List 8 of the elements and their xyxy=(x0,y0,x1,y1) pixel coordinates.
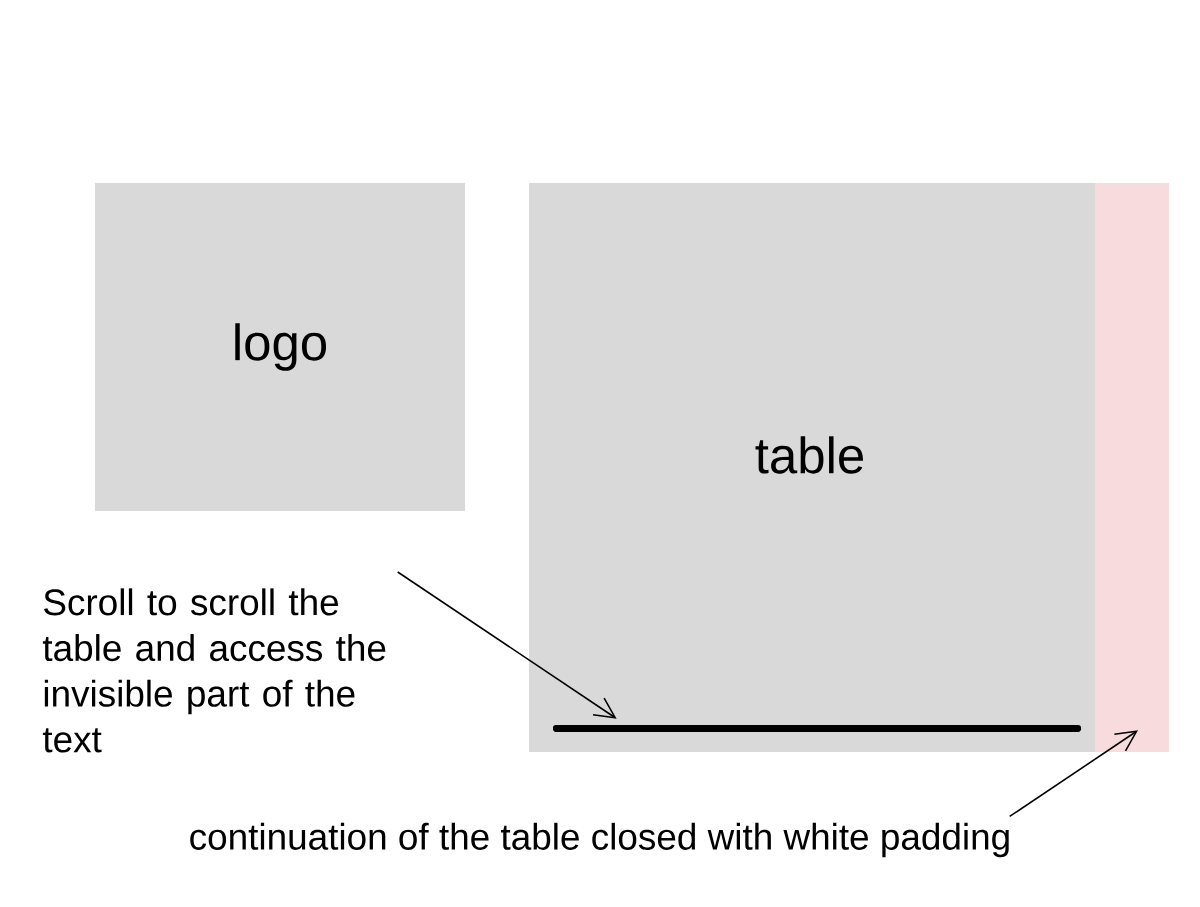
arrow xyxy=(1008,730,1138,818)
placeholder-box: logo xyxy=(95,183,465,511)
arrow xyxy=(396,571,617,719)
annotation-text: Scroll to scroll the table and access the invisible part of the text xyxy=(42,588,386,753)
padding-box xyxy=(1095,183,1169,752)
scrollbar xyxy=(553,725,1081,732)
table-box: table xyxy=(529,183,1095,752)
annotation-text: continuation of the table closed with white padding xyxy=(190,822,1009,858)
